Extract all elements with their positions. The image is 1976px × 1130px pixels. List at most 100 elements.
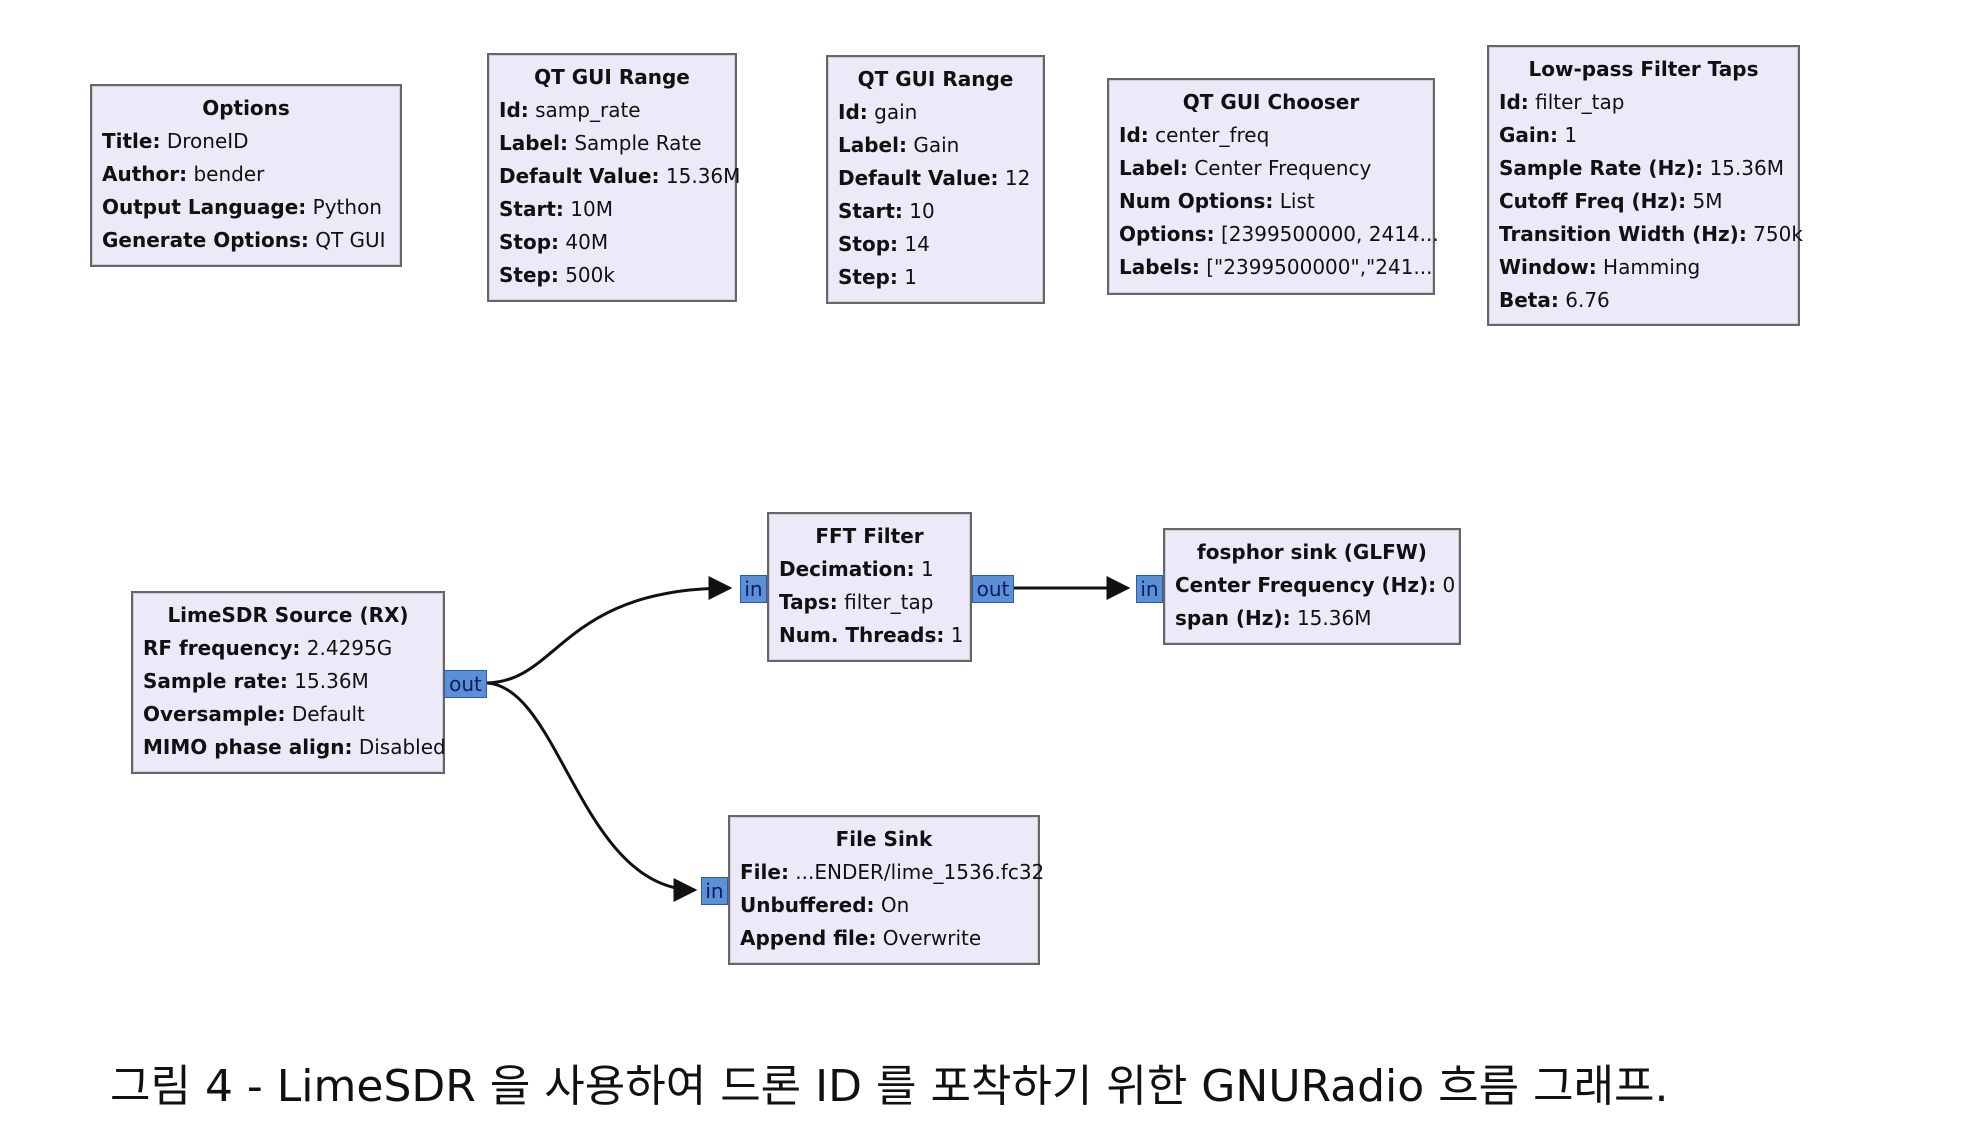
fosphor-in-port[interactable]: in bbox=[1136, 575, 1163, 603]
param-value: 1 bbox=[950, 623, 964, 647]
param-row: Generate Options: QT GUI bbox=[102, 224, 390, 257]
param-value: 1 bbox=[904, 265, 917, 289]
param-key: Labels: bbox=[1119, 255, 1200, 279]
param-row: Labels: ["2399500000","241... bbox=[1119, 251, 1433, 284]
param-row: Unbuffered: On bbox=[740, 889, 1028, 922]
low-pass-filter-taps-block[interactable]: Low-pass Filter Taps Id: filter_tap Gain… bbox=[1487, 45, 1803, 326]
param-key: Start: bbox=[838, 199, 903, 223]
param-value: filter_tap bbox=[844, 590, 934, 614]
param-key: Title: bbox=[102, 129, 161, 153]
param-key: Cutoff Freq (Hz): bbox=[1499, 189, 1687, 213]
param-row: Id: gain bbox=[838, 96, 1033, 129]
param-row: Default Value: 12 bbox=[838, 162, 1033, 195]
param-key: Step: bbox=[838, 265, 898, 289]
param-value: ...ENDER/lime_1536.fc32 bbox=[795, 860, 1045, 884]
param-value: 500k bbox=[565, 263, 615, 287]
block-title: Options bbox=[202, 96, 290, 120]
limesdr-out-port[interactable]: out bbox=[444, 670, 487, 698]
param-row: Sample Rate (Hz): 15.36M bbox=[1499, 152, 1788, 185]
param-key: File: bbox=[740, 860, 789, 884]
wire-limesdr-to-filesink[interactable] bbox=[484, 681, 698, 902]
param-row: Gain: 1 bbox=[1499, 119, 1788, 152]
param-key: span (Hz): bbox=[1175, 606, 1291, 630]
param-row: Transition Width (Hz): 750k bbox=[1499, 218, 1803, 251]
param-value: 40M bbox=[565, 230, 609, 254]
param-key: Options: bbox=[1119, 222, 1215, 246]
param-key: Label: bbox=[838, 133, 907, 157]
param-key: Start: bbox=[499, 197, 564, 221]
param-key: Gain: bbox=[1499, 123, 1559, 147]
param-row: Output Language: Python bbox=[102, 191, 390, 224]
param-key: Sample Rate (Hz): bbox=[1499, 156, 1704, 180]
limesdr-source-block[interactable]: LimeSDR Source (RX) RF frequency: 2.4295… bbox=[131, 591, 446, 774]
param-key: Id: bbox=[838, 100, 868, 124]
param-key: Window: bbox=[1499, 255, 1597, 279]
param-value: filter_tap bbox=[1535, 90, 1625, 114]
param-value: 15.36M bbox=[1709, 156, 1784, 180]
param-row: Step: 500k bbox=[499, 259, 725, 292]
param-key: Stop: bbox=[838, 232, 899, 256]
param-row: Label: Gain bbox=[838, 129, 1033, 162]
param-value: 14 bbox=[904, 232, 930, 256]
param-key: Default Value: bbox=[499, 164, 660, 188]
param-value: QT GUI bbox=[315, 228, 386, 252]
param-row: Stop: 14 bbox=[838, 228, 1033, 261]
block-title: QT GUI Chooser bbox=[1182, 90, 1360, 114]
fft-in-port[interactable]: in bbox=[740, 575, 767, 603]
param-key: Id: bbox=[1499, 90, 1529, 114]
qt-gui-range-samp-rate-block[interactable]: QT GUI Range Id: samp_rate Label: Sample… bbox=[487, 53, 740, 302]
param-key: RF frequency: bbox=[143, 636, 301, 660]
param-value: 15.36M bbox=[1296, 606, 1372, 630]
param-row: File: ...ENDER/lime_1536.fc32 bbox=[740, 856, 1044, 889]
param-row: Start: 10M bbox=[499, 193, 725, 226]
param-row: Id: samp_rate bbox=[499, 94, 725, 127]
param-value: Center Frequency bbox=[1194, 156, 1372, 180]
block-title: FFT Filter bbox=[815, 524, 924, 548]
param-key: Beta: bbox=[1499, 288, 1559, 312]
param-value: 5M bbox=[1692, 189, 1723, 213]
param-key: Center Frequency (Hz): bbox=[1175, 573, 1437, 597]
param-row: Decimation: 1 bbox=[779, 553, 960, 586]
param-value: 750k bbox=[1753, 222, 1803, 246]
block-title: QT GUI Range bbox=[534, 65, 690, 89]
param-row: Taps: filter_tap bbox=[779, 586, 960, 619]
param-value: 15.36M bbox=[294, 669, 369, 693]
fft-out-port[interactable]: out bbox=[972, 575, 1014, 603]
param-key: Stop: bbox=[499, 230, 560, 254]
param-row: span (Hz): 15.36M bbox=[1175, 602, 1449, 635]
param-key: Append file: bbox=[740, 926, 877, 950]
file-sink-block[interactable]: File Sink File: ...ENDER/lime_1536.fc32 … bbox=[728, 815, 1044, 965]
param-key: Output Language: bbox=[102, 195, 307, 219]
param-value: 1 bbox=[1564, 123, 1578, 147]
param-key: Default Value: bbox=[838, 166, 999, 190]
param-value: samp_rate bbox=[535, 98, 641, 122]
fft-filter-block[interactable]: FFT Filter Decimation: 1 Taps: filter_ta… bbox=[767, 512, 972, 662]
figure-caption: 그림 4 - LimeSDR 을 사용하여 드론 ID 를 포착하기 위한 GN… bbox=[110, 1061, 1669, 1112]
qt-gui-chooser-block[interactable]: QT GUI Chooser Id: center_freq Label: Ce… bbox=[1107, 78, 1439, 295]
param-key: Id: bbox=[1119, 123, 1149, 147]
fosphor-sink-block[interactable]: fosphor sink (GLFW) Center Frequency (Hz… bbox=[1163, 528, 1461, 645]
file-sink-in-port[interactable]: in bbox=[701, 877, 728, 905]
param-value: 10 bbox=[909, 199, 935, 223]
wire-limesdr-to-fft[interactable] bbox=[484, 576, 733, 685]
param-row: Options: [2399500000, 2414... bbox=[1119, 218, 1439, 251]
param-value: 1 bbox=[920, 557, 934, 581]
param-row: Append file: Overwrite bbox=[740, 922, 1028, 955]
param-value: ["2399500000","241... bbox=[1206, 255, 1433, 279]
param-row: Window: Hamming bbox=[1499, 251, 1788, 284]
param-row: Sample rate: 15.36M bbox=[143, 665, 433, 698]
param-value: Disabled bbox=[358, 735, 446, 759]
param-key: Taps: bbox=[779, 590, 838, 614]
param-row: Start: 10 bbox=[838, 195, 1033, 228]
qt-gui-range-gain-block[interactable]: QT GUI Range Id: gain Label: Gain Defaul… bbox=[826, 55, 1045, 304]
param-key: Num. Threads: bbox=[779, 623, 945, 647]
param-row: Step: 1 bbox=[838, 261, 1033, 294]
param-key: Decimation: bbox=[779, 557, 915, 581]
options-block[interactable]: Options Title: DroneID Author: bender Ou… bbox=[90, 84, 402, 267]
param-value: 0 bbox=[1442, 573, 1456, 597]
param-value: Gain bbox=[913, 133, 960, 157]
param-key: Sample rate: bbox=[143, 669, 288, 693]
param-row: Author: bender bbox=[102, 158, 390, 191]
param-key: Author: bbox=[102, 162, 188, 186]
